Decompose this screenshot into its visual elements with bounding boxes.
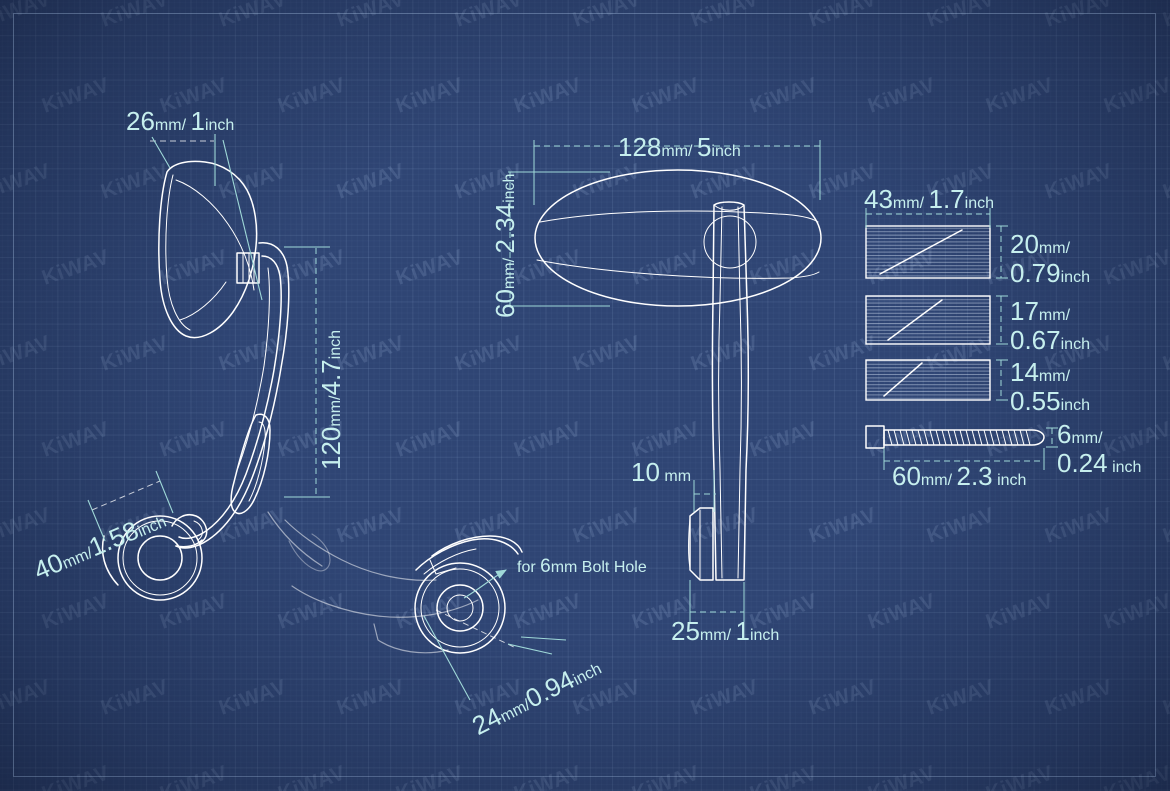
adapter-sleeve-3 xyxy=(865,359,991,401)
unit-mm: mm/ xyxy=(1038,240,1071,257)
side-profile-view xyxy=(101,160,523,654)
unit-inch: inch xyxy=(1060,336,1090,354)
unit-mm: mm/ xyxy=(501,257,518,290)
dimension-label-stem-width: 25mm/ 1inch xyxy=(671,616,780,646)
value-25: 25 xyxy=(671,616,700,646)
unit-mm: mm/ xyxy=(154,117,187,134)
adapter-sleeve-2 xyxy=(865,295,991,345)
value-0-55: 0.55 xyxy=(1010,386,1061,417)
unit-mm: mm/ xyxy=(1071,430,1103,447)
bolt-view xyxy=(865,425,1045,449)
annotation-bolt-hole: for 6mm Bolt Hole xyxy=(517,557,647,577)
adapter-sleeve-1 xyxy=(865,225,991,279)
unit-mm: mm/ xyxy=(661,143,693,160)
dimension-label-stem-offset: 10 mm xyxy=(631,457,692,487)
note-prefix: for xyxy=(517,559,536,576)
value-26: 26 xyxy=(126,106,155,136)
value-6: 6 xyxy=(1057,419,1072,449)
value-1: 1 xyxy=(735,616,750,646)
value-10: 10 xyxy=(631,457,660,487)
dimension-label-bolt-length: 60mm/ 2.3 inch xyxy=(892,461,1027,491)
unit-inch: inch xyxy=(1060,269,1090,287)
value-60: 60 xyxy=(892,461,921,491)
unit-mm: mm/ xyxy=(1038,307,1071,324)
note-size: 6 xyxy=(540,556,551,577)
unit-mm: mm/ xyxy=(1038,368,1071,385)
dimension-label-adapter-length: 43mm/ 1.7inch xyxy=(864,184,994,214)
value-0-79: 0.79 xyxy=(1010,258,1061,289)
unit-mm: mm/ xyxy=(892,195,925,212)
value-0-67: 0.67 xyxy=(1010,325,1061,356)
value-0-24: 0.24 xyxy=(1057,448,1108,479)
value-120: 120 xyxy=(316,426,346,470)
unit-inch: inch xyxy=(711,143,741,160)
unit-mm: mm/ xyxy=(699,627,732,644)
value-1: 1 xyxy=(190,106,205,136)
unit-mm: mm xyxy=(664,468,692,485)
value-60: 60 xyxy=(490,289,520,318)
unit-inch: inch xyxy=(1112,459,1142,477)
value-43: 43 xyxy=(864,184,893,214)
unit-inch: inch xyxy=(964,195,994,212)
value-128: 128 xyxy=(618,132,662,162)
unit-inch: inch xyxy=(1060,397,1090,415)
dimension-label-mirror-height: 60mm/ 2.34inch xyxy=(490,173,520,318)
unit-inch: inch xyxy=(327,329,344,360)
value-20: 20 xyxy=(1010,229,1039,259)
unit-inch: inch xyxy=(997,472,1027,489)
value-17: 17 xyxy=(1010,296,1039,326)
dimension-label-adapter-d1: 20mm/ 0.79inch xyxy=(1010,229,1090,289)
dimension-label-bolt-diameter: 6mm/ 0.24 inch xyxy=(1057,419,1142,479)
value-1-7: 1.7 xyxy=(928,184,965,214)
value-4-7: 4.7 xyxy=(316,359,346,396)
dimension-lines xyxy=(87,134,1058,701)
dimension-label-assembly-height: 120mm/4.7inch xyxy=(316,329,346,470)
unit-mm: mm/ xyxy=(327,395,344,427)
unit-inch: inch xyxy=(749,627,780,644)
value-5: 5 xyxy=(696,132,712,162)
dimension-label-adapter-d3: 14mm/ 0.55inch xyxy=(1010,357,1090,417)
note-rest: mm Bolt Hole xyxy=(550,559,647,576)
dimension-label-mirror-width: 128mm/ 5inch xyxy=(618,132,741,162)
value-2-34: 2.34 xyxy=(490,202,520,254)
unit-inch: inch xyxy=(204,117,235,134)
value-2-3: 2.3 xyxy=(956,461,993,491)
dimension-label-mirror-head-depth: 26mm/ 1inch xyxy=(126,106,235,136)
unit-mm: mm/ xyxy=(920,472,953,489)
mount-base-left xyxy=(101,514,208,601)
ghost-base-view xyxy=(267,511,523,654)
dimension-label-adapter-d2: 17mm/ 0.67inch xyxy=(1010,296,1090,356)
front-mirror-view xyxy=(534,169,822,581)
value-14: 14 xyxy=(1010,357,1039,387)
adapter-sleeves-view xyxy=(865,225,1045,449)
unit-inch: inch xyxy=(501,173,518,203)
